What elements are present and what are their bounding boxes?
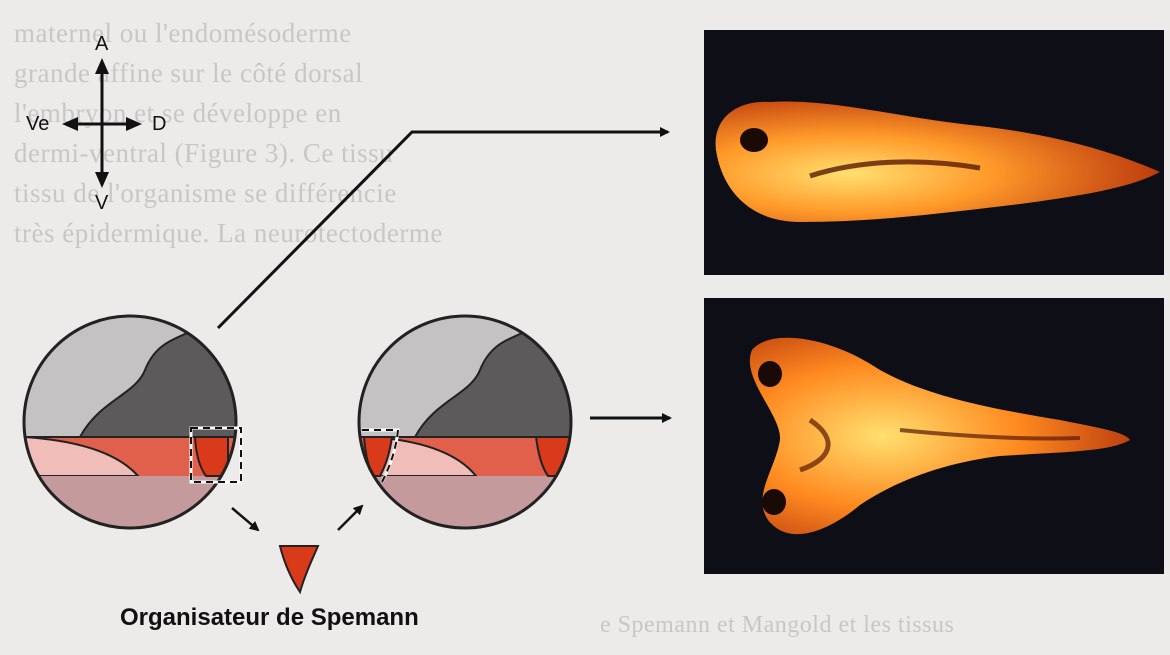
axis-label-dorsal: D xyxy=(152,113,166,136)
normal-development-arrow xyxy=(218,132,668,328)
excision-arrow xyxy=(232,508,258,530)
arrow-up-icon xyxy=(95,58,109,74)
primary-axis-eye xyxy=(758,361,782,387)
arrow-right-icon xyxy=(126,117,142,131)
arrow-left-icon xyxy=(62,117,78,131)
tadpole-eye xyxy=(740,128,768,152)
transplant-arrow xyxy=(338,506,362,530)
organizer-graft-piece xyxy=(280,546,318,592)
figure-caption: Organisateur de Spemann xyxy=(120,604,419,632)
secondary-axis-eye xyxy=(762,489,786,515)
axis-compass xyxy=(62,58,142,188)
arrow-down-icon xyxy=(95,172,109,188)
axis-label-ventral-left: Ve xyxy=(26,113,49,136)
axis-label-ventral-bottom: V xyxy=(95,192,108,215)
axis-label-anterior: A xyxy=(95,33,108,56)
host-embryo xyxy=(355,310,585,546)
